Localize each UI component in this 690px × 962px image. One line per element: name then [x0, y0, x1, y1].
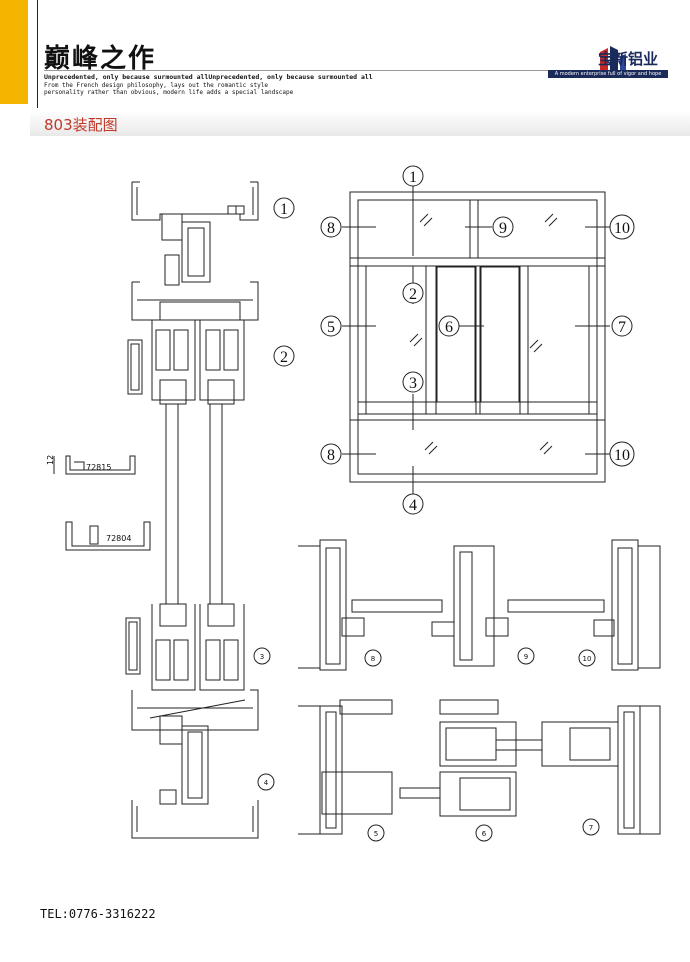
svg-text:7: 7	[618, 319, 626, 336]
callout-elev-10-bottom: 10	[609, 441, 635, 467]
callout-left-4-label: 4	[264, 779, 269, 787]
callout-left-1: 1	[273, 197, 295, 219]
callout-elev-3: 3	[402, 371, 424, 393]
callout-left-3-label: 3	[260, 653, 264, 661]
svg-text:8: 8	[371, 655, 375, 663]
detail-8-drawing	[298, 539, 443, 671]
callout-detail-6: 6	[475, 824, 493, 842]
brand-logo-icon	[600, 46, 626, 72]
callout-elev-2: 2	[402, 282, 424, 304]
callout-left-1-label: 1	[280, 201, 288, 218]
svg-text:9: 9	[499, 220, 507, 237]
callout-elev-1: 1	[402, 165, 424, 187]
callout-left-4: 4	[257, 773, 275, 791]
detail-10-drawing	[593, 539, 661, 671]
header-divider	[37, 0, 38, 108]
left-section-top	[131, 181, 259, 286]
callout-elev-5: 5	[320, 315, 342, 337]
profile-72804-label: 72804	[106, 534, 131, 543]
description: From the French design philosophy, lays …	[44, 82, 294, 96]
detail-6-drawing	[439, 699, 543, 817]
svg-text:3: 3	[409, 375, 417, 392]
svg-text:4: 4	[409, 497, 417, 514]
svg-text:9: 9	[524, 653, 528, 661]
callout-detail-9: 9	[517, 647, 535, 665]
brand-slogan: A modern enterprise full of vigor and ho…	[548, 70, 668, 78]
screen-mesh-right	[480, 266, 520, 403]
svg-text:10: 10	[614, 447, 630, 464]
accent-corner	[0, 0, 28, 104]
callout-detail-5: 5	[367, 824, 385, 842]
page-title: 巅峰之作	[44, 44, 157, 74]
callout-detail-10: 10	[578, 649, 596, 667]
callout-detail-7: 7	[582, 818, 600, 836]
svg-text:1: 1	[409, 169, 417, 186]
svg-text:6: 6	[445, 319, 453, 336]
section-band	[30, 110, 690, 136]
callout-left-2: 2	[273, 345, 295, 367]
left-section-head	[127, 281, 259, 405]
callout-elev-7: 7	[611, 315, 633, 337]
dimension-12-label: 12	[46, 455, 55, 465]
callout-elev-8-top: 8	[320, 216, 342, 238]
svg-text:5: 5	[327, 319, 335, 336]
svg-text:10: 10	[583, 655, 592, 663]
section-title: 803装配图	[44, 116, 118, 134]
header-rule	[44, 70, 664, 71]
svg-text:5: 5	[374, 830, 378, 838]
detail-5-drawing	[298, 699, 441, 835]
callout-left-3: 3	[253, 647, 271, 665]
profile-72815-label: 72815	[86, 463, 111, 472]
detail-9-drawing	[431, 545, 605, 667]
callout-elev-4: 4	[402, 493, 424, 515]
profile-72815-drawing	[53, 455, 136, 475]
svg-text:10: 10	[614, 220, 630, 237]
footer-tel: TEL:0776-3316222	[40, 907, 156, 921]
callout-elev-10-top: 10	[609, 214, 635, 240]
callout-left-2-label: 2	[280, 349, 288, 366]
elevation-leaders	[342, 186, 610, 494]
detail-7-drawing	[541, 705, 661, 835]
tagline: Unprecedented, only because surmounted a…	[44, 73, 373, 81]
brand-name: 宝新铝业	[598, 50, 659, 68]
left-section-sill	[131, 689, 259, 839]
svg-text:8: 8	[327, 220, 335, 237]
screen-mesh-left	[436, 266, 476, 403]
glass-marks	[409, 213, 558, 455]
callout-elev-6: 6	[438, 315, 460, 337]
svg-text:2: 2	[409, 286, 417, 303]
callout-detail-8: 8	[364, 649, 382, 667]
svg-text:8: 8	[327, 447, 335, 464]
svg-text:6: 6	[482, 830, 487, 838]
profile-72804-drawing	[65, 521, 151, 551]
svg-text:7: 7	[589, 824, 593, 832]
callout-elev-8-bottom: 8	[320, 443, 342, 465]
left-section-meeting	[125, 603, 245, 691]
elevation-frame	[349, 191, 606, 483]
callout-elev-9: 9	[492, 216, 514, 238]
